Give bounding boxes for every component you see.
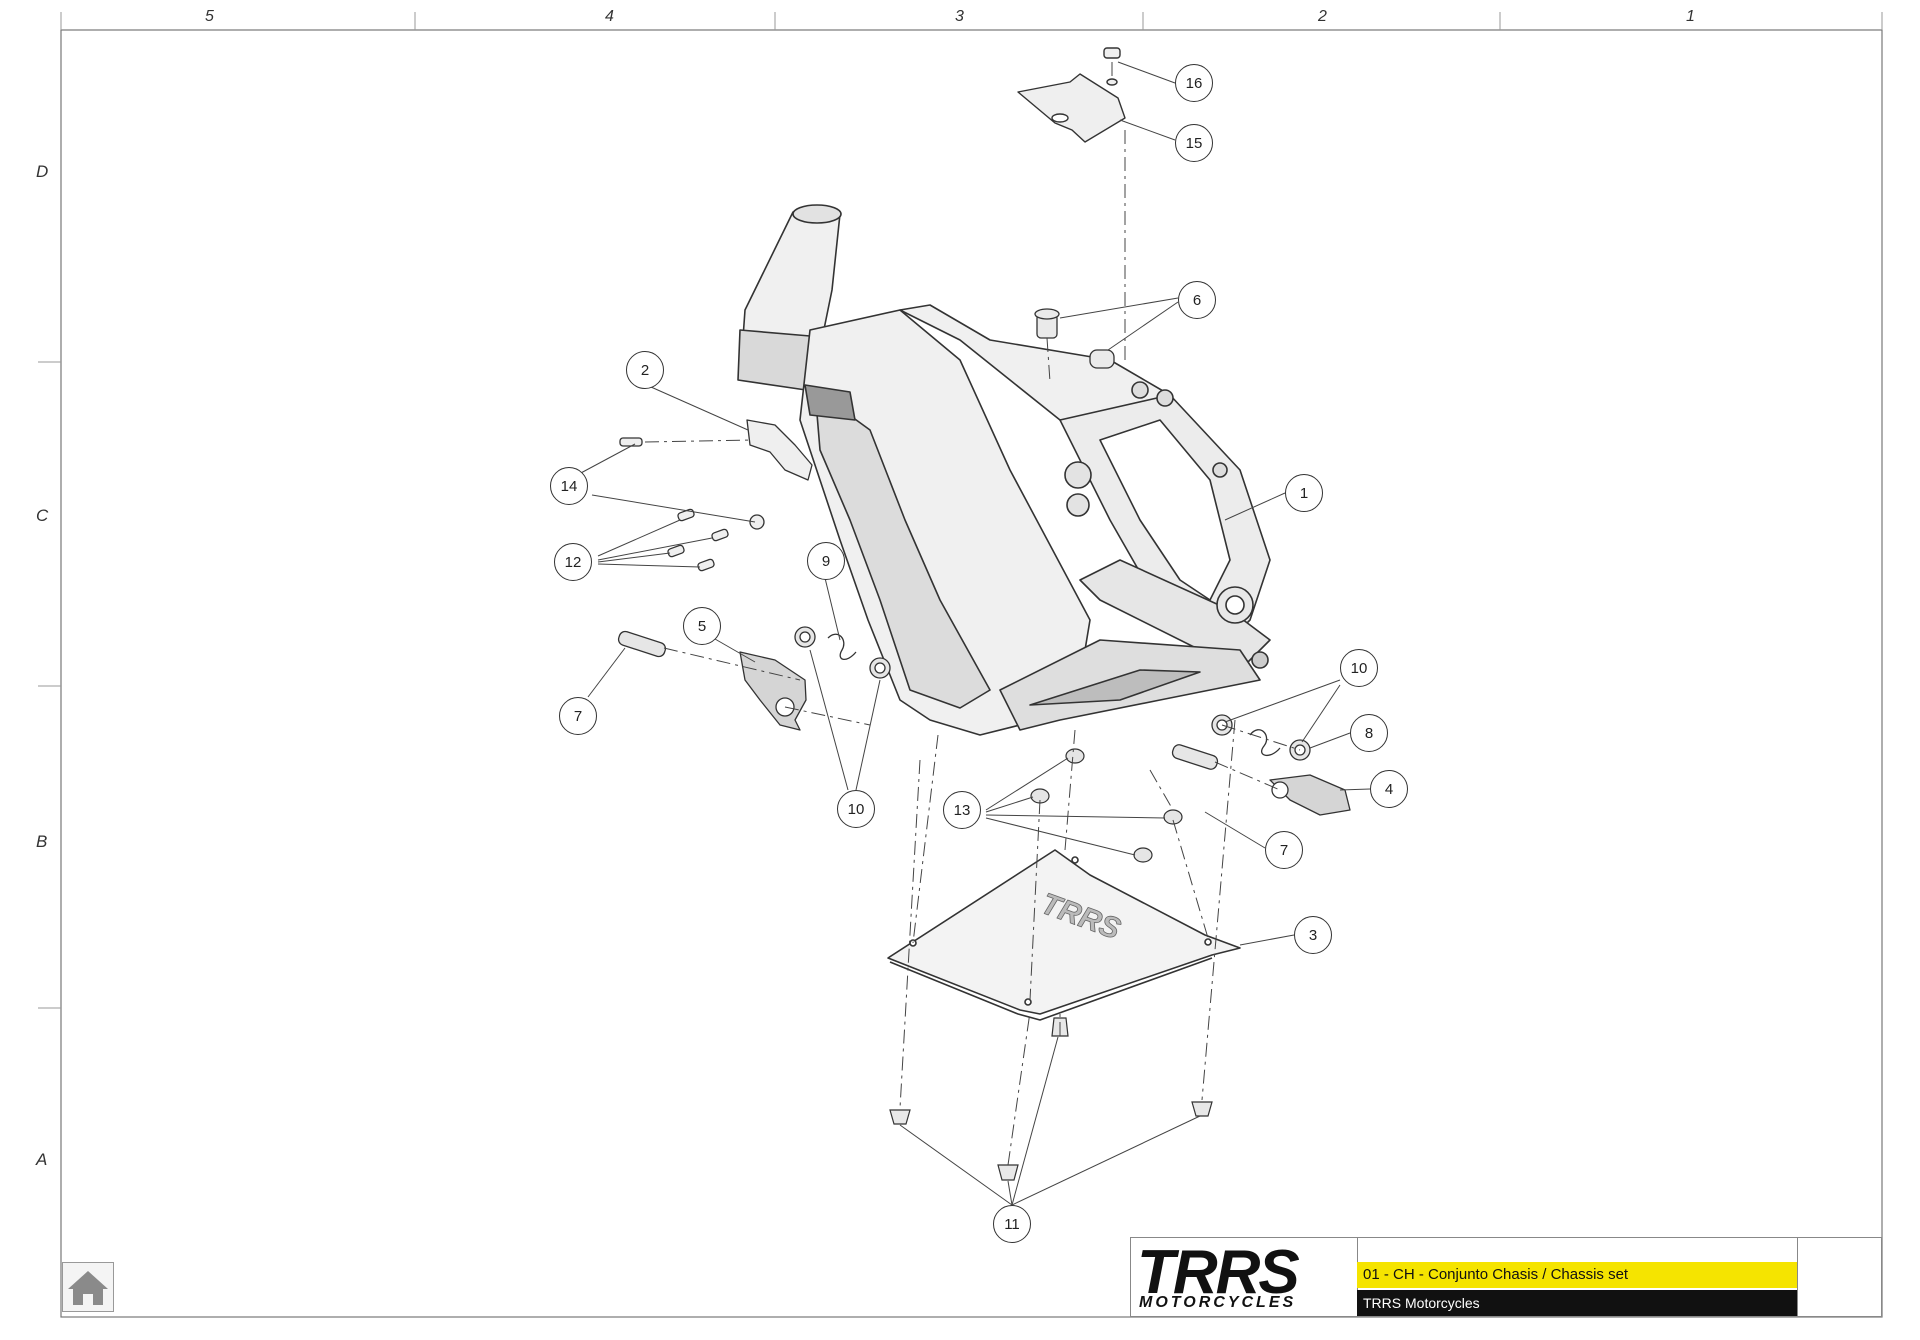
leader-lines <box>578 61 1371 1206</box>
callout-part-12[interactable]: 12 <box>554 543 592 581</box>
callout-part-4[interactable]: 4 <box>1370 770 1408 808</box>
grid-column-label: 5 <box>205 8 214 25</box>
manufacturer-label: TRRS Motorcycles <box>1357 1290 1797 1316</box>
front-bracket <box>619 419 813 572</box>
set-title: 01 - CH - Conjunto Chasis / Chassis set <box>1357 1262 1797 1288</box>
brand-subtitle: MOTORCYCLES <box>1139 1294 1297 1311</box>
title-block: TRRS MOTORCYCLES 01 - CH - Conjunto Chas… <box>1130 1237 1882 1317</box>
callout-part-10-left[interactable]: 10 <box>837 790 875 828</box>
row-ticks <box>38 361 61 1009</box>
callout-part-9[interactable]: 9 <box>807 542 845 580</box>
skid-plate: TRRS <box>887 849 1241 1021</box>
callout-part-8[interactable]: 8 <box>1350 714 1388 752</box>
brand-wordmark: TRRS <box>1137 1238 1300 1307</box>
callout-part-1[interactable]: 1 <box>1285 474 1323 512</box>
bottom-screws <box>889 1017 1213 1181</box>
top-bracket <box>1017 47 1126 143</box>
callout-part-7-left[interactable]: 7 <box>559 697 597 735</box>
nuts <box>1030 748 1183 863</box>
callout-part-7-right[interactable]: 7 <box>1265 831 1303 869</box>
column-ticks <box>60 12 1883 30</box>
assembly-lines <box>644 62 1301 1166</box>
left-footpeg <box>617 626 891 731</box>
home-icon <box>68 1271 108 1305</box>
callout-part-2[interactable]: 2 <box>626 351 664 389</box>
callout-part-10-right[interactable]: 10 <box>1340 649 1378 687</box>
grid-column-label: 1 <box>1686 8 1695 25</box>
callout-part-11[interactable]: 11 <box>993 1205 1031 1243</box>
home-button[interactable] <box>62 1262 114 1312</box>
right-footpeg <box>1171 714 1351 816</box>
callout-part-5[interactable]: 5 <box>683 607 721 645</box>
grid-row-label: C <box>36 506 49 525</box>
sheet-border <box>60 29 1883 1318</box>
grid-column-label: 2 <box>1318 8 1327 25</box>
callout-part-6[interactable]: 6 <box>1178 281 1216 319</box>
callout-part-15[interactable]: 15 <box>1175 124 1213 162</box>
grid-column-label: 4 <box>605 8 614 25</box>
grid-row-label: B <box>36 832 48 851</box>
grid-column-label: 3 <box>955 8 964 25</box>
grid-row-label: D <box>36 162 49 181</box>
callout-part-14[interactable]: 14 <box>550 467 588 505</box>
callout-part-16[interactable]: 16 <box>1175 64 1213 102</box>
title-info: 01 - CH - Conjunto Chasis / Chassis set … <box>1357 1238 1797 1316</box>
brand-logo: TRRS MOTORCYCLES <box>1131 1238 1358 1316</box>
mount-bolts <box>1034 308 1115 369</box>
callout-part-13[interactable]: 13 <box>943 791 981 829</box>
logo-cell <box>1797 1238 1882 1316</box>
grid-row-label: A <box>36 1150 48 1169</box>
callout-part-3[interactable]: 3 <box>1294 916 1332 954</box>
chassis-frame <box>737 204 1271 736</box>
